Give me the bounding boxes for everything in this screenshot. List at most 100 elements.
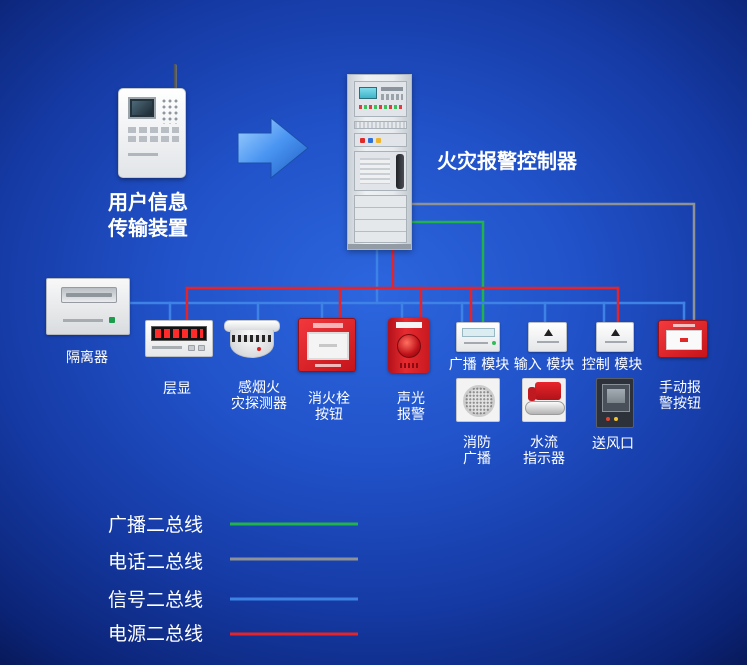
- transmission-device-title-line-2: 传输装置: [108, 216, 188, 240]
- legend-telephone-bus-label: 电话二总线: [108, 551, 204, 573]
- air-outlet-yellow-led: [614, 417, 618, 421]
- controller-title: 火灾报警控制器: [437, 149, 577, 173]
- cabinet-doors: [354, 195, 407, 243]
- fire-alarm-controller-cabinet: [347, 74, 412, 250]
- input-module-label: 输入 模块: [509, 357, 579, 373]
- manual-alarm-button-label-line-1: 手动报: [659, 380, 701, 396]
- isolator-device: [46, 278, 130, 335]
- hydrant-button-label: 消火栓 按钮: [289, 391, 369, 423]
- user-info-transmission-device: [118, 64, 188, 180]
- manual-alarm-button-label: 手动报 警按钮: [645, 380, 715, 412]
- manual-alarm-window: [666, 330, 702, 350]
- legend-power-bus-label: 电源二总线: [108, 623, 204, 645]
- floor-display-label: 层显: [137, 381, 217, 397]
- sound-light-alarm-device: [388, 318, 430, 373]
- terminal-strip: [354, 121, 407, 129]
- manual-alarm-button-device: [658, 320, 708, 358]
- indicator-panel: [354, 133, 407, 147]
- hydrant-button-window: [307, 332, 349, 360]
- detector-vent: [232, 335, 272, 342]
- controller-display-panel: [354, 81, 407, 117]
- isolator-logo-icon: [109, 317, 115, 323]
- sound-light-alarm-label-line-1: 声光: [397, 391, 425, 407]
- fire-broadcast-speaker-label-line-1: 消防: [463, 435, 491, 451]
- air-outlet-window: [607, 389, 625, 403]
- control-module-device: [596, 322, 634, 352]
- blue-indicator: [368, 138, 373, 143]
- nameplate-strip: [128, 153, 158, 156]
- fire-broadcast-speaker-label-line-2: 广播: [463, 451, 491, 467]
- led-digits: [155, 329, 203, 338]
- broadcast-bus-line: [410, 220, 485, 324]
- water-flow-indicator-device: [522, 378, 566, 422]
- floor-display-button-1: [188, 345, 195, 351]
- function-keys: [128, 127, 179, 133]
- broadcast-module-nameplate: [462, 328, 495, 337]
- broadcast-module-led: [492, 341, 496, 345]
- isolator-slit: [66, 293, 112, 297]
- control-module-label: 控制 模块: [577, 357, 647, 373]
- broadcast-module-text: [464, 342, 488, 344]
- water-flow-indicator-label: 水流 指示器: [509, 435, 579, 467]
- control-module-label-line-1: 控制 模块: [581, 357, 643, 373]
- alarm-speaker-grille: [400, 363, 418, 368]
- fire-broadcast-speaker-device: [456, 378, 500, 422]
- telephone-bus-line: [410, 202, 696, 322]
- hydrant-button-label-line-1: 消火栓: [308, 391, 350, 407]
- input-module-device: [528, 322, 567, 352]
- floor-display-device: [145, 320, 213, 357]
- input-module-emblem-icon: [544, 329, 553, 336]
- antenna-icon: [173, 64, 177, 92]
- amber-indicator: [376, 138, 381, 143]
- controller-keys: [381, 94, 403, 100]
- smoke-detector-device: [222, 318, 282, 362]
- status-leds: [359, 105, 403, 109]
- function-keys-row-2: [128, 136, 179, 142]
- water-flow-handle: [528, 387, 536, 401]
- isolator-nameplate: [63, 319, 103, 322]
- sound-light-alarm-label-line-2: 报警: [397, 407, 425, 423]
- control-module-text: [605, 341, 627, 343]
- smoke-detector-label-line-2: 灾探测器: [231, 396, 287, 412]
- fire-broadcast-speaker-label: 消防 广播: [447, 435, 507, 467]
- broadcast-panel-vent: [360, 158, 390, 184]
- floor-display-button-2: [198, 345, 205, 351]
- keypad-icon: [161, 98, 179, 124]
- isolator-label: 隔离器: [37, 350, 137, 366]
- manual-alarm-mark: [680, 338, 688, 342]
- broadcast-module-device: [456, 322, 500, 352]
- air-supply-outlet-device: [596, 378, 634, 428]
- water-pipe: [525, 401, 565, 415]
- screen-glow: [132, 101, 152, 115]
- floor-display-screen: [151, 326, 207, 341]
- input-module-label-line-1: 输入 模块: [513, 357, 575, 373]
- transmission-device-title-line-1: 用户信息: [108, 190, 188, 214]
- red-indicator: [360, 138, 365, 143]
- alarm-strobe-lens: [397, 334, 421, 358]
- transmission-device-screen: [128, 97, 156, 119]
- water-flow-indicator-label-line-1: 水流: [530, 435, 558, 451]
- manual-alarm-tag: [673, 324, 695, 327]
- legend-signal-bus-label: 信号二总线: [108, 589, 204, 611]
- transmission-device-title: 用户信息 传输装置: [98, 191, 198, 239]
- hydrant-button-mark: [319, 344, 337, 347]
- floor-display-label-line-1: 层显: [163, 381, 191, 397]
- floor-display-nameplate: [152, 346, 182, 349]
- air-supply-outlet-label: 送风口: [578, 436, 648, 452]
- flow-arrow-icon: [237, 116, 309, 180]
- transmission-device-body: [118, 88, 186, 178]
- hydrant-button-tag: [313, 323, 343, 328]
- legend-broadcast-bus-label: 广播二总线: [108, 514, 204, 536]
- air-outlet-red-led: [606, 417, 610, 421]
- control-module-emblem-icon: [611, 329, 620, 336]
- broadcast-module-label-line-1: 广播 模块: [448, 357, 510, 373]
- hydrant-button-nameplate: [315, 364, 341, 367]
- water-flow-indicator-label-line-2: 指示器: [523, 451, 565, 467]
- isolator-label-line-1: 隔离器: [66, 350, 108, 366]
- air-outlet-panel: [602, 384, 630, 412]
- speaker-grille-icon: [463, 385, 495, 417]
- hydrant-button-device: [298, 318, 356, 372]
- telephone-handset-icon: [396, 154, 404, 189]
